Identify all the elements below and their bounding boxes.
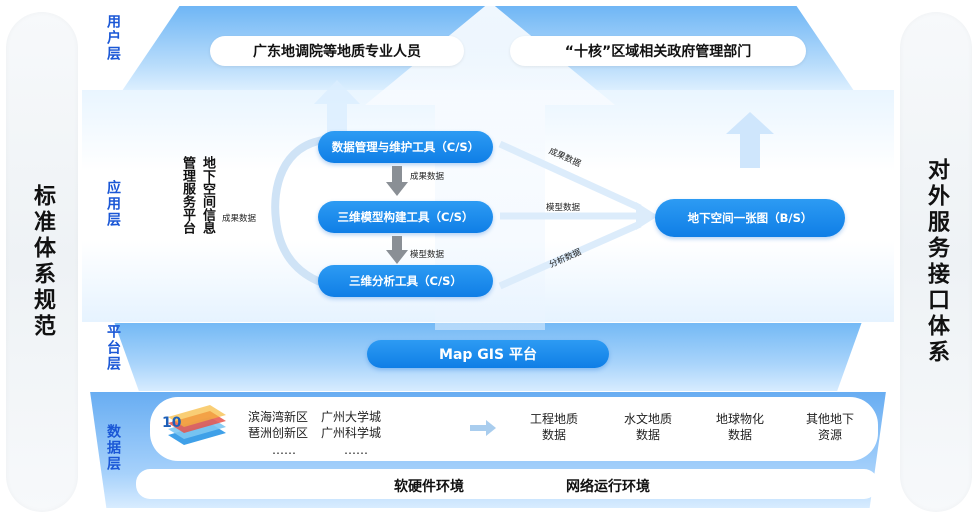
region-1-1: 滨海湾新区 <box>248 410 309 424</box>
model-building-tool: 三维模型构建工具（C/S） <box>318 201 493 233</box>
down-label-1: 成果数据 <box>410 172 445 182</box>
right-up-arrow <box>726 112 774 168</box>
underground-one-map-label: 地下空间一张图（B/S） <box>687 211 813 225</box>
gov-departments-label: “十核”区域相关政府管理部门 <box>564 44 752 60</box>
svg-text:10: 10 <box>162 415 182 431</box>
region-2-more: …… <box>344 443 368 457</box>
underground-one-map: 地下空间一张图（B/S） <box>655 199 845 237</box>
3d-map-icon: 10 <box>162 405 226 445</box>
converge-arrows <box>498 140 658 290</box>
environment-bar <box>136 469 878 499</box>
other-underground-resources: 其他地下 资源 <box>806 412 855 442</box>
platform-title-col-b: 地下空间信息 <box>200 156 215 234</box>
mapgis-platform-label: Map GIS 平台 <box>439 347 537 363</box>
mapgis-platform: Map GIS 平台 <box>367 340 609 368</box>
region-2-1: 广州大学城 <box>321 410 382 424</box>
analysis-tool-label: 三维分析工具（C/S） <box>349 274 462 288</box>
down-arrow-1 <box>386 166 408 196</box>
hardware-software-env: 软硬件环境 <box>394 479 464 495</box>
standards-pillar-label: 标准体系规范 <box>30 184 55 340</box>
geophysics-data: 地球物化 数据 <box>716 412 765 442</box>
standards-pillar: 标准体系规范 <box>6 12 78 512</box>
data-management-tool-label: 数据管理与维护工具（C/S） <box>331 140 480 154</box>
user-layer-label: 用户层 <box>105 14 121 62</box>
model-building-tool-label: 三维模型构建工具（C/S） <box>337 210 474 224</box>
platform-title-col-a: 管理服务平台 <box>180 156 195 234</box>
region-2-2: 广州科学城 <box>321 426 382 440</box>
down-label-2: 模型数据 <box>410 250 445 260</box>
data-panel <box>150 397 878 461</box>
data-management-tool: 数据管理与维护工具（C/S） <box>318 131 493 163</box>
geo-professionals-pill: 广东地调院等地质专业人员 <box>210 36 464 66</box>
analysis-tool: 三维分析工具（C/S） <box>318 265 493 297</box>
interface-pillar: 对外服务接口体系 <box>900 12 972 512</box>
geo-professionals-label: 广东地调院等地质专业人员 <box>253 44 421 60</box>
gov-departments-pill: “十核”区域相关政府管理部门 <box>510 36 806 66</box>
network-env: 网络运行环境 <box>566 479 650 495</box>
arrow-label-model: 模型数据 <box>546 203 581 213</box>
platform-layer-label: 平台层 <box>105 324 121 372</box>
hydrogeology-data: 水文地质 数据 <box>624 412 673 442</box>
interface-pillar-label: 对外服务接口体系 <box>924 158 949 366</box>
region-1-more: …… <box>272 443 296 457</box>
left-up-arrow <box>314 80 360 150</box>
engineering-geology-data: 工程地质 数据 <box>530 412 579 442</box>
side-output-label: 成果数据 <box>222 214 257 224</box>
big-up-arrow <box>365 2 615 330</box>
region-1-2: 琶洲创新区 <box>248 426 309 440</box>
down-arrow-2 <box>386 236 408 264</box>
data-layer-label: 数据层 <box>105 424 121 472</box>
app-layer-label: 应用层 <box>105 180 121 228</box>
right-arrow-icon <box>470 420 496 436</box>
